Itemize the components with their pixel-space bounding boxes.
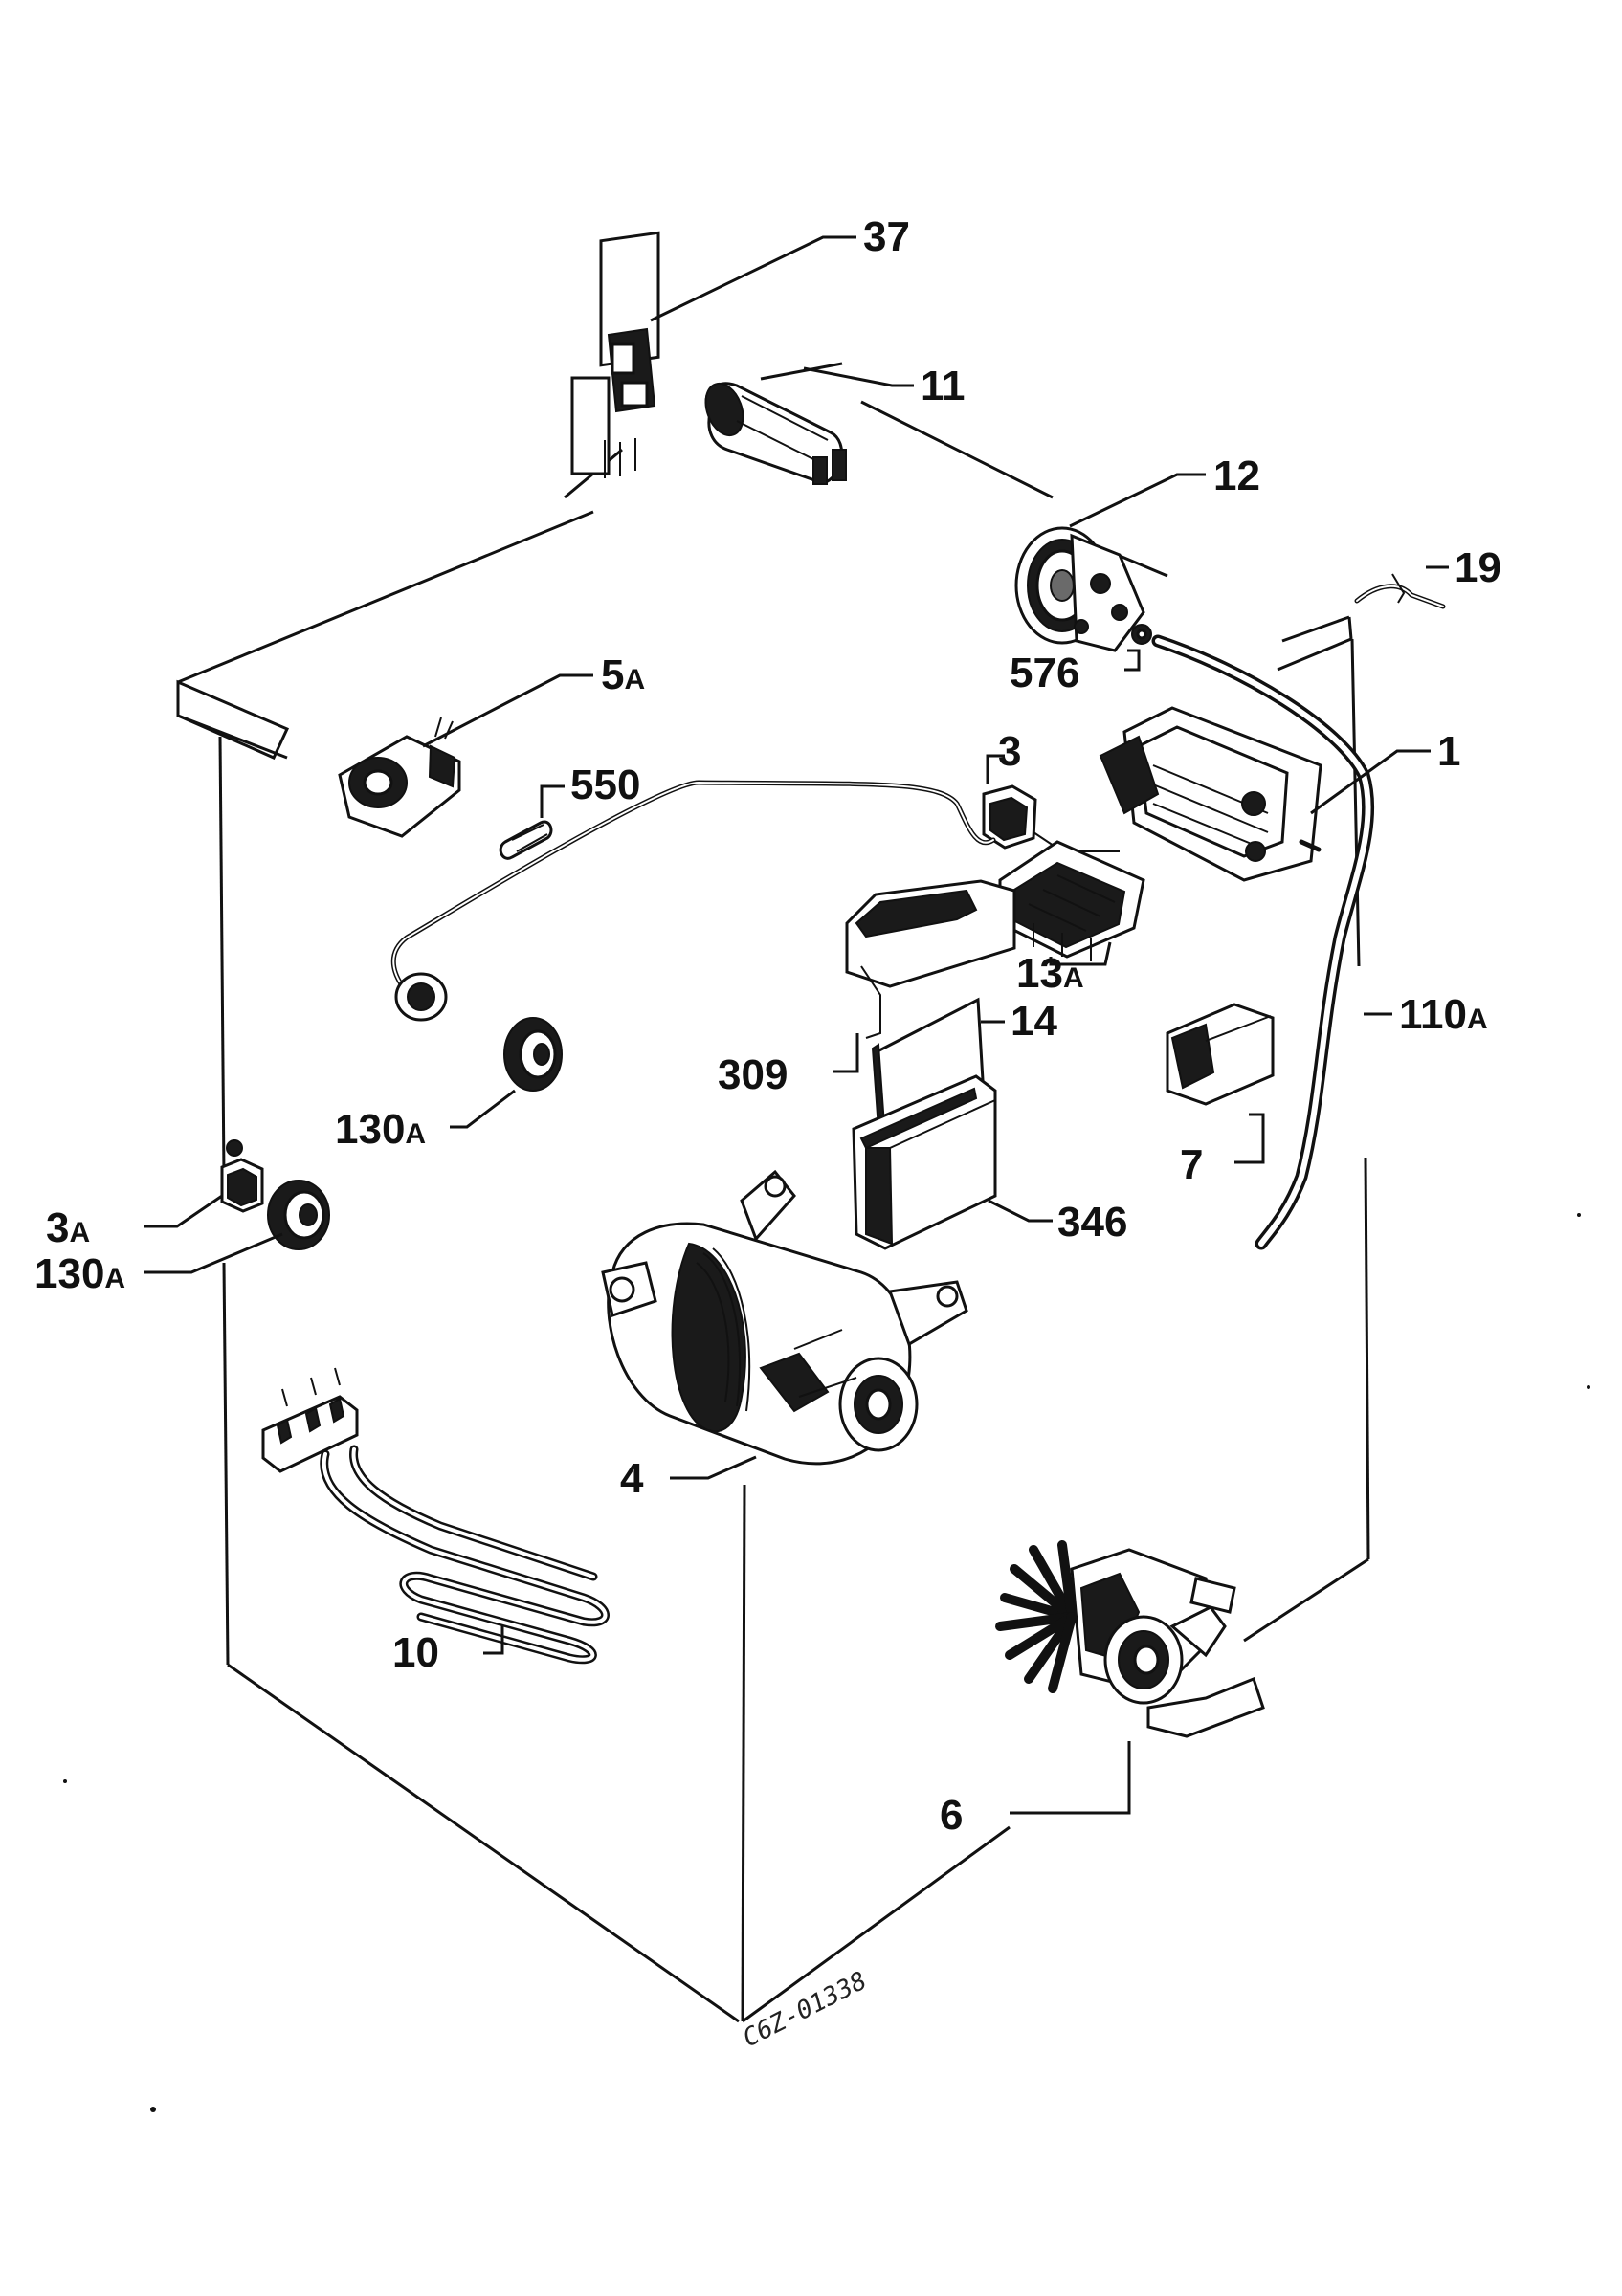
label-110A: 110A (1399, 991, 1488, 1038)
label-10: 10 (392, 1629, 439, 1676)
part-110A-pressure-hose (1151, 634, 1375, 1250)
part-10-heating-element (261, 1367, 610, 1665)
label-130A-upper: 130A (335, 1106, 426, 1153)
label-4: 4 (620, 1455, 644, 1502)
part-13A-terminal-block (998, 840, 1145, 961)
label-3: 3 (998, 728, 1021, 775)
part-3A-thermostat (220, 1139, 264, 1213)
part-19-clip (1354, 573, 1446, 609)
label-309: 309 (718, 1051, 788, 1098)
label-11: 11 (921, 363, 966, 409)
label-19: 19 (1455, 544, 1501, 591)
part-130A-grommet-lower (267, 1180, 330, 1250)
label-130A-lower: 130A (34, 1250, 125, 1297)
part-7-relay (1166, 1003, 1275, 1106)
part-12-pressure-switch (1014, 526, 1145, 652)
part-550-tube (499, 820, 553, 860)
label-1: 1 (1437, 728, 1460, 775)
label-37: 37 (863, 213, 910, 260)
label-5A: 5A (601, 651, 645, 698)
part-4-motor (601, 1169, 968, 1466)
label-6: 6 (940, 1792, 963, 1839)
part-labels: 37 11 12 19 576 5A 550 3 1 13A 14 110A 3… (34, 213, 1501, 2053)
label-7: 7 (1180, 1141, 1203, 1188)
part-309-cover (845, 879, 1016, 1039)
part-576-fitting (1131, 624, 1152, 645)
part-130A-grommet-upper (503, 1017, 563, 1092)
label-576: 576 (1010, 650, 1079, 696)
label-12: 12 (1213, 453, 1260, 499)
part-6-drain-pump (995, 1540, 1265, 1738)
part-5A-switch (338, 717, 461, 838)
leader-lines (144, 235, 1449, 1815)
speckles (63, 1213, 1590, 2112)
part-11-capacitor (704, 382, 847, 485)
part-346-module (852, 1074, 997, 1250)
label-346: 346 (1057, 1199, 1127, 1246)
label-14: 14 (1011, 998, 1057, 1045)
part-37-door-interlock (570, 231, 660, 478)
part-1-timer (1099, 706, 1322, 882)
label-3A: 3A (46, 1204, 90, 1251)
part-capillary-wire (390, 780, 996, 1022)
label-13A: 13A (1016, 950, 1084, 997)
label-550: 550 (570, 762, 640, 808)
part-3-thermostat (982, 784, 1120, 852)
